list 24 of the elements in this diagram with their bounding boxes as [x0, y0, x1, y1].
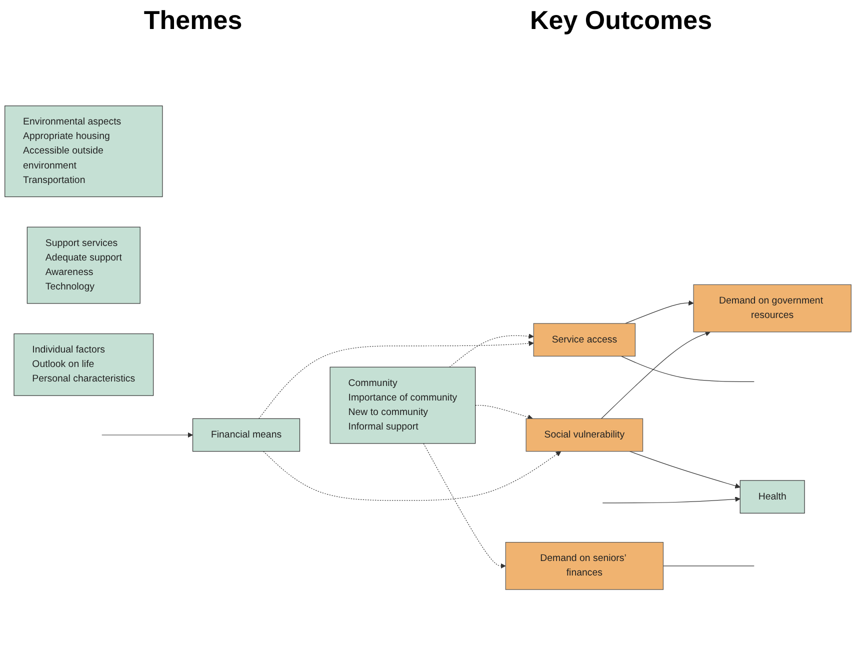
- node-box: Demand on seniors’ finances: [505, 542, 664, 590]
- arrow: [475, 404, 533, 420]
- column-heading: Key Outcomes: [530, 4, 712, 36]
- arrow: [601, 330, 710, 419]
- arrow: [449, 333, 534, 368]
- column-heading: Themes: [144, 4, 242, 36]
- node-box: Service access: [533, 322, 636, 356]
- node-box: Demand on government resources: [693, 284, 852, 332]
- node-box: Financial means: [192, 418, 300, 452]
- node-box: Health: [740, 480, 805, 514]
- node-box: Social vulnerability: [526, 418, 644, 452]
- arrow: [625, 300, 694, 324]
- connector: [620, 356, 754, 382]
- node-box: Support services Adequate support Awareness Technology: [26, 226, 140, 304]
- connector: [662, 565, 754, 566]
- arrow: [263, 450, 562, 501]
- node-box: Environmental aspects Appropriate housing Accessible outside environment Transportation: [4, 105, 163, 197]
- arrow: [602, 496, 740, 503]
- node-box: Individual factors Outlook on life Personal characteristics: [14, 333, 154, 396]
- arrow: [629, 450, 740, 488]
- node-box: Community Importance of community New to community Informal support: [330, 366, 476, 444]
- arrow: [258, 340, 534, 419]
- arrow: [102, 432, 193, 438]
- arrow: [423, 442, 506, 568]
